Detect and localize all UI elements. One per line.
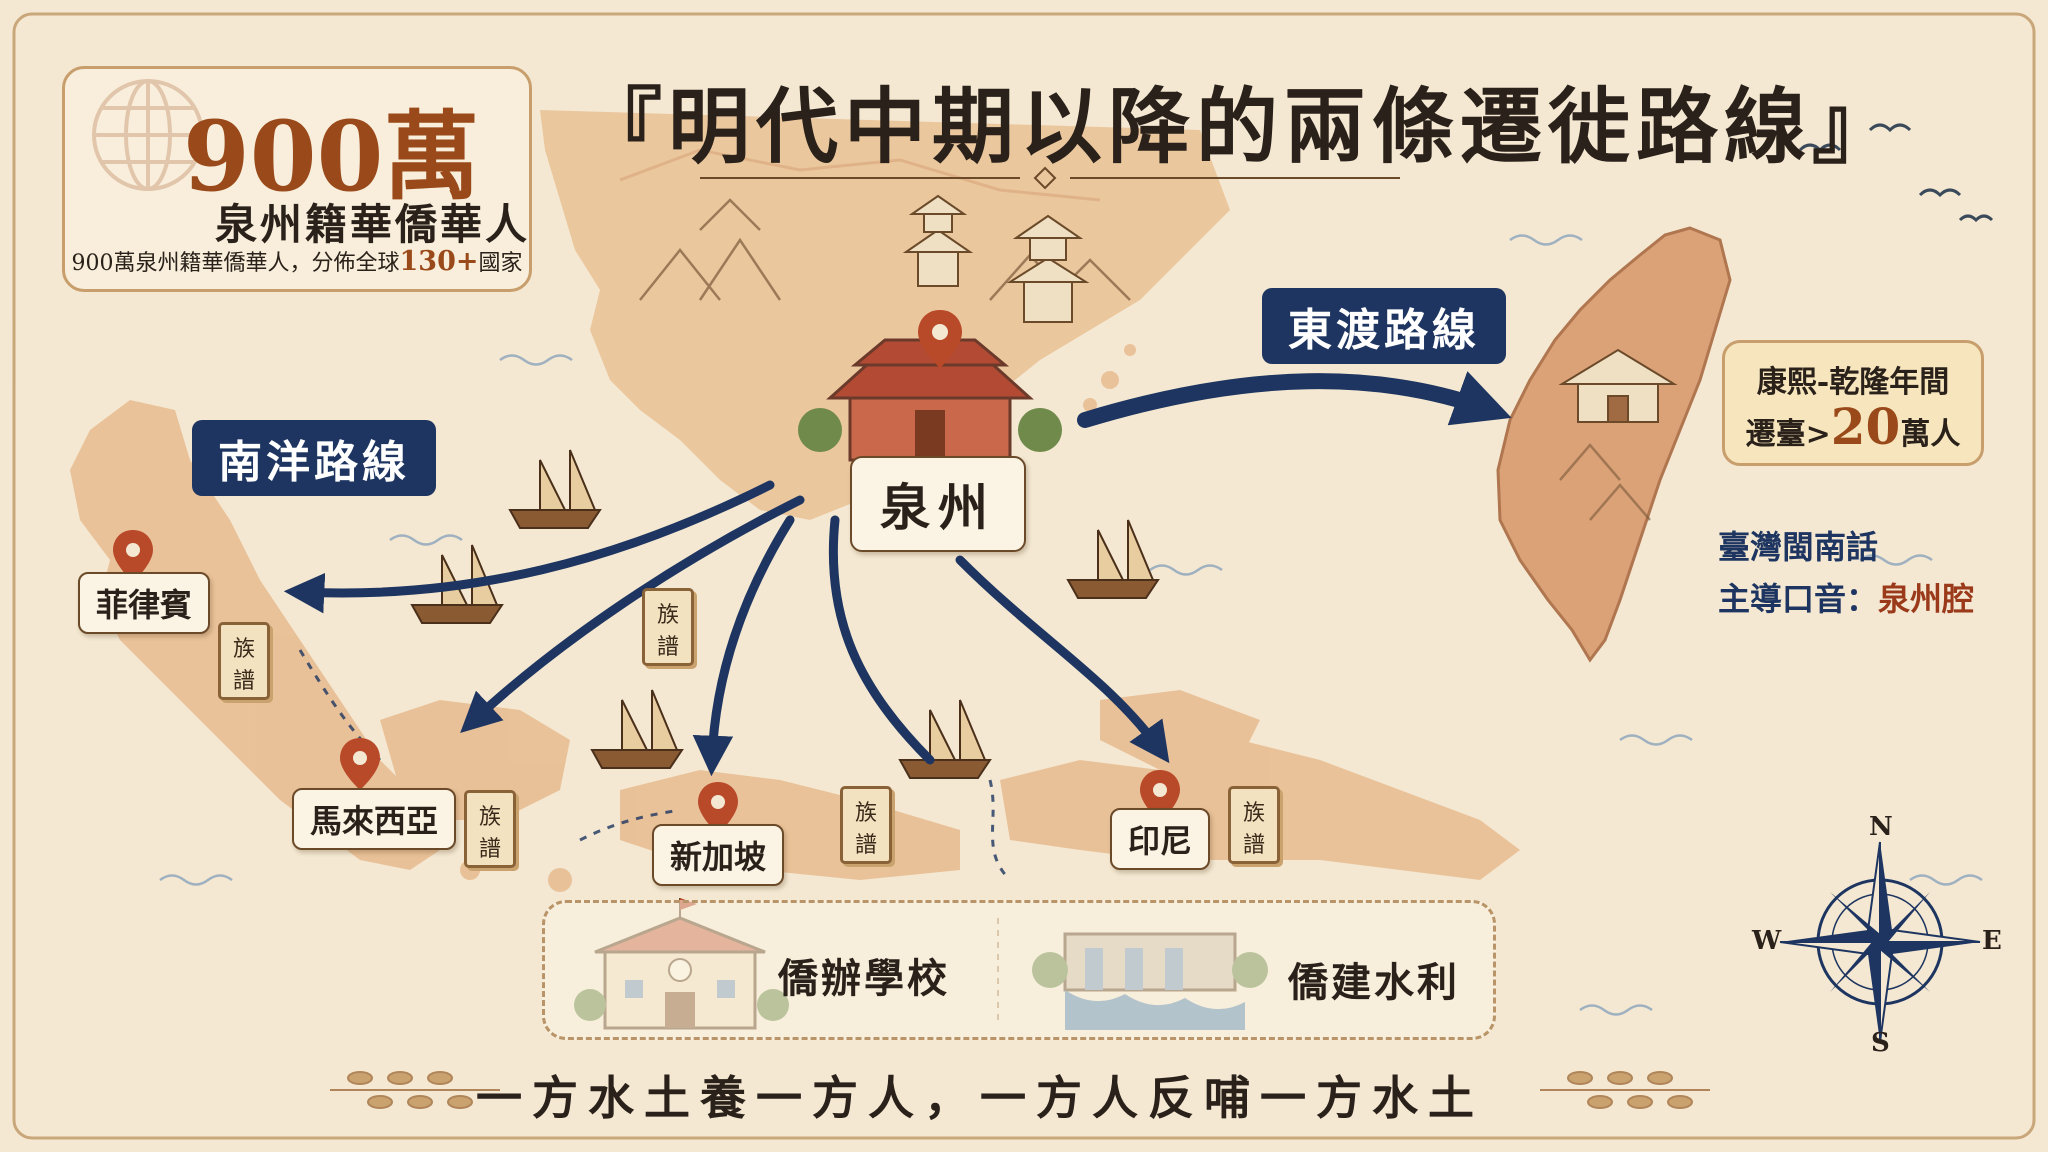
stat-number: 900萬: [183, 100, 480, 213]
laurel-left-icon: [330, 1071, 500, 1109]
legend-school-label: 僑辦學校: [778, 955, 950, 1002]
compass-north-label: N: [1869, 812, 1893, 842]
genealogy-book-icon: 族譜: [642, 588, 694, 666]
route-arrow-indonesia: [955, 555, 1170, 764]
callout-migrate-unit: 萬人: [1900, 417, 1961, 452]
junk-ship-icon: [508, 449, 602, 529]
taiwan-temple-icon: [1558, 348, 1678, 423]
pagoda-icon: [902, 194, 974, 287]
place-label-singapore: 新加坡: [652, 824, 785, 886]
legend-water-label: 僑建水利: [1288, 959, 1460, 1006]
place-label-malaysia: 馬來西亞: [292, 788, 457, 850]
dialect-line-1: 臺灣閩南話: [1718, 528, 1879, 566]
junk-ship-icon: [410, 544, 504, 624]
compass-rose-icon: [1779, 841, 1981, 1043]
quanzhou-pin-icon: [918, 310, 962, 368]
book-char-1: 族: [656, 603, 679, 628]
book-char-2: 譜: [656, 635, 679, 660]
stat-detail-highlight: 130+: [399, 246, 479, 277]
junk-ship-icon: [898, 699, 992, 779]
book-char-1: 族: [854, 801, 877, 826]
stat-detail-prefix: 900萬泉州籍華僑華人，分佈全球: [71, 251, 400, 276]
book-char-1: 族: [478, 805, 501, 830]
motto-text: 一方水土養一方人，一方人反哺一方水土: [476, 1071, 1484, 1125]
place-label-philippines: 菲律賓: [78, 572, 211, 634]
pin-philippines-icon: [113, 530, 153, 582]
pagoda-icon: [1006, 214, 1090, 323]
compass-east-label: E: [1982, 926, 2002, 956]
route-arrow-central: [828, 515, 935, 765]
genealogy-book-icon: 族譜: [218, 622, 270, 700]
book-char-2: 譜: [478, 837, 501, 862]
taiwan-land: [1496, 226, 1732, 663]
laurel-right-icon: [1540, 1071, 1710, 1109]
genealogy-book-icon: 族譜: [840, 786, 892, 864]
stat-label: 泉州籍華僑華人: [215, 200, 531, 249]
book-char-2: 譜: [232, 669, 255, 694]
title-divider: [700, 166, 1400, 190]
stat-detail: 900萬泉州籍華僑華人，分佈全球130+國家: [65, 245, 529, 277]
place-label-quanzhou: 泉州: [850, 456, 1026, 552]
junk-ship-icon: [1066, 519, 1160, 599]
book-char-1: 族: [1242, 801, 1265, 826]
east-route-label: 東渡路線: [1262, 288, 1506, 364]
route-arrow-malaysia: [460, 495, 805, 734]
dialect-accent: 泉州腔: [1878, 580, 1975, 618]
callout-migrate-number: 20: [1830, 397, 1901, 456]
stat-detail-suffix: 國家: [478, 251, 523, 276]
compass-west-label: W: [1752, 926, 1782, 956]
stat-card: 900萬 泉州籍華僑華人 900萬泉州籍華僑華人，分佈全球130+國家: [62, 66, 532, 292]
callout-migrate-symbol: >: [1805, 417, 1831, 452]
dialect-prefix: 主導口音：: [1718, 580, 1879, 618]
mainland-land: [540, 110, 1230, 520]
pin-malaysia-icon: [340, 738, 380, 790]
genealogy-book-icon: 族譜: [464, 790, 516, 868]
book-char-1: 族: [232, 637, 255, 662]
compass-south-label: S: [1871, 1028, 1890, 1058]
callout-migrate-prefix: 遷臺: [1745, 417, 1806, 452]
dialect-line-2: 主導口音：泉州腔: [1718, 574, 1974, 620]
place-label-indonesia: 印尼: [1110, 808, 1211, 870]
callout-period: 康熙-乾隆年間: [1756, 365, 1950, 400]
book-char-2: 譜: [854, 833, 877, 858]
route-arrow-singapore: [692, 515, 795, 777]
junk-ship-icon: [590, 689, 684, 769]
taiwan-migration-callout: 康熙-乾隆年間 遷臺>20萬人: [1722, 340, 1984, 466]
legend-box: [542, 900, 1496, 1040]
birds-icon: [1798, 123, 1994, 223]
callout-migration: 遷臺>20萬人: [1725, 397, 1981, 456]
pin-singapore-icon: [698, 782, 738, 834]
page-title: 『明代中期以降的兩條遷徙路線』: [580, 79, 1901, 175]
genealogy-book-icon: 族譜: [1228, 786, 1280, 864]
page-border: [12, 12, 2036, 1140]
quanzhou-temple-icon: [798, 338, 1062, 462]
route-arrow-philippines: [283, 480, 775, 614]
east-route-arrow: [1077, 371, 1512, 428]
book-char-2: 譜: [1242, 833, 1265, 858]
route-arrows: [283, 371, 1512, 777]
south-route-label: 南洋路線: [192, 420, 436, 496]
